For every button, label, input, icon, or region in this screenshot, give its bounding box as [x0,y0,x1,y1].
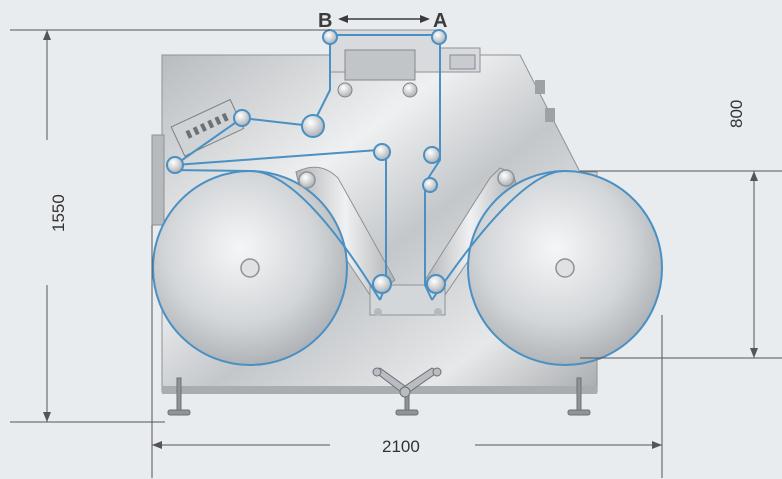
right-reel-hub [555,258,575,278]
top-clamp [449,54,476,70]
top-idler-left [337,82,353,98]
machine-left-panel [151,134,165,226]
dancer-bolt-left [374,308,382,316]
side-fitting-1 [535,80,545,94]
top-mechanism [344,49,416,81]
roller-dancer-left [372,274,392,294]
roller-guide-5 [423,146,441,164]
roller-guide-1 [301,114,325,138]
arrowhead-right [420,15,430,23]
roller-guide-4 [373,143,391,161]
web-direction-indicator: B A [318,10,447,32]
roller-top-left [322,29,338,45]
dimension-height-total: 1550 [49,194,68,232]
roller-top-right [431,29,447,45]
dimension-lines [10,29,782,478]
leveling-feet [167,377,591,416]
dimension-width: 2100 [382,437,420,456]
label-a: A [433,10,447,32]
roller-dancer-right [426,274,446,294]
roller-guide-3 [166,156,184,174]
roller-guide-6 [422,177,438,193]
top-idler-right [402,82,418,98]
dimension-arrowheads [43,30,758,449]
left-reel-hub [240,258,260,278]
roller-guide-2 [233,109,251,127]
roller-arm-left [298,171,316,189]
bottom-dancer-bracket [369,284,446,316]
dimension-height-partial: 800 [727,100,746,128]
side-fitting-2 [545,108,555,122]
arrowhead-left [338,15,348,23]
dancer-bolt-right [434,308,442,316]
valve-cluster [372,367,442,398]
roller-arm-right [497,169,515,187]
label-b: B [318,10,332,32]
base-rail [162,386,597,394]
tension-teeth [185,112,229,139]
